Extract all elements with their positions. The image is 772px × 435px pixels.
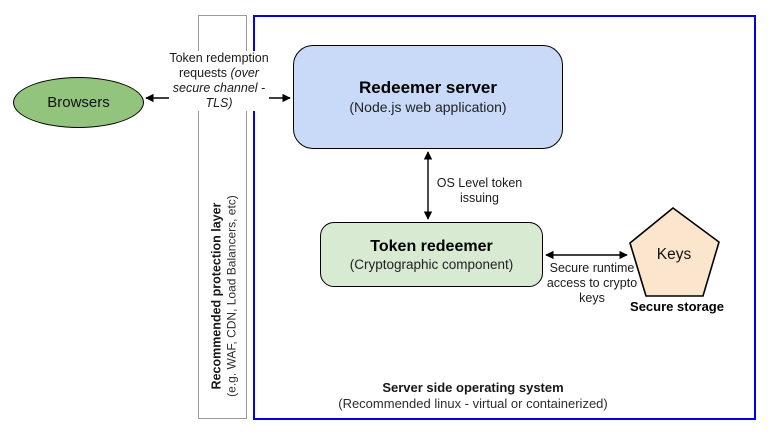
token-redemption-arrow-label: Token redemption requests (over secure c… (169, 51, 269, 111)
protection-layer-box (198, 15, 247, 419)
browsers-label: Browsers (47, 94, 110, 111)
keys-label: Keys (656, 246, 692, 263)
redeemer-server-node: Redeemer server (Node.js web application… (293, 45, 563, 149)
os-boundary-title: Server side operating system (382, 380, 564, 395)
protection-layer-title: Recommended protection layer (209, 202, 224, 390)
token-redeemer-title: Token redeemer (370, 237, 493, 255)
protection-layer-subtitle: (e.g. WAF, CDN, Load Balancers, etc) (224, 195, 239, 397)
os-boundary-caption: Server side operating system (Recommende… (300, 380, 646, 411)
browsers-node: Browsers (13, 77, 144, 128)
redeemer-server-subtitle: (Node.js web application) (349, 99, 507, 115)
os-boundary-subtitle: (Recommended linux - virtual or containe… (338, 395, 608, 411)
token-redeemer-node: Token redeemer (Cryptographic component) (320, 222, 543, 287)
token-redemption-label-normal: Token redemption requests (169, 51, 269, 80)
secure-storage-caption: Secure storage (630, 299, 724, 314)
os-token-issuing-label: OS Level token issuing (436, 176, 523, 205)
secure-runtime-access-label: Secure runtime access to crypto keys (546, 261, 638, 305)
token-redeemer-subtitle: (Cryptographic component) (349, 256, 514, 272)
token-redemption-label-italic: (over secure channel - TLS) (172, 66, 266, 110)
os-boundary-box (253, 15, 756, 420)
redeemer-server-title: Redeemer server (359, 78, 497, 97)
